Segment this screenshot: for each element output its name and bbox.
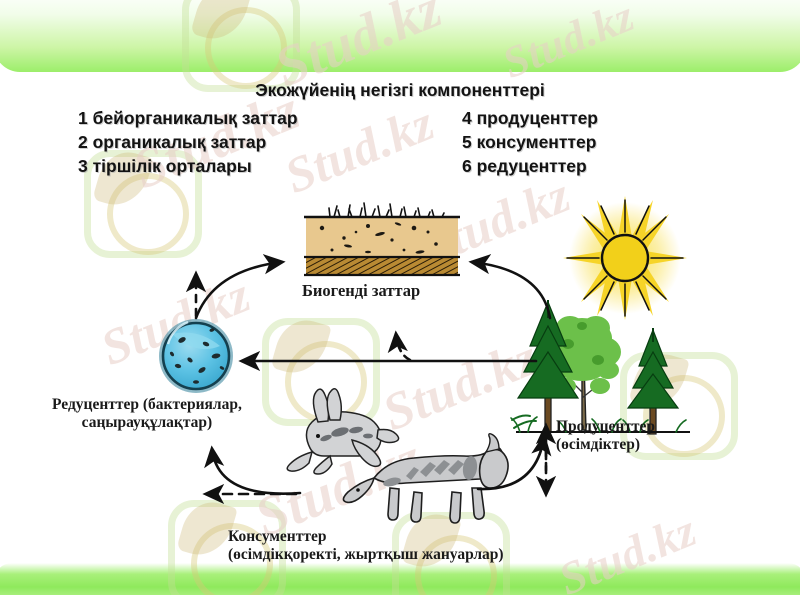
petri-dish-icon <box>159 319 233 393</box>
label-reducents: Редуценттер (бактериялар, саңырауқұлақта… <box>52 396 242 431</box>
component-item: 3 тіршілік орталары <box>78 156 252 176</box>
label-producers: Продуценттер (өсімдіктер) <box>556 418 656 453</box>
watermark-logo <box>168 500 286 595</box>
trees-icon <box>510 300 690 435</box>
watermark-logo <box>620 352 738 460</box>
arrow-reducents-to-soil <box>194 254 286 320</box>
arrow-consumers-to-reducents <box>204 445 302 495</box>
component-list-right: 4 продуценттер 5 консументтер 6 редуцент… <box>462 106 598 178</box>
arrow-producers-to-soil <box>468 253 552 320</box>
hare-icon <box>286 388 400 475</box>
watermark-logo <box>182 0 300 92</box>
arrow-midline-up-dashed <box>387 330 412 362</box>
component-item: 1 бейорганикалық заттар <box>78 108 298 128</box>
top-green-band <box>0 0 800 72</box>
page-title: Экожүйенің негізгі компоненттері <box>255 80 545 100</box>
component-item: 5 консументтер <box>462 132 597 152</box>
label-consumers: Консументтер (өсімдікқоректі, жыртқыш жа… <box>228 528 504 563</box>
label-biogenic-substances: Биогенді заттар <box>302 281 421 300</box>
component-list-left: 1 бейорганикалық заттар 2 органикалық за… <box>78 106 298 178</box>
sun-icon <box>563 196 687 320</box>
component-item: 2 органикалық заттар <box>78 132 267 152</box>
arrow-consumers-to-producers <box>476 433 552 491</box>
component-item: 4 продуценттер <box>462 108 598 128</box>
flow-arrows <box>185 253 557 505</box>
soil-layer-icon <box>304 202 460 277</box>
wolf-icon <box>342 433 509 524</box>
watermark-logo <box>84 150 202 258</box>
component-item: 6 редуценттер <box>462 156 587 176</box>
